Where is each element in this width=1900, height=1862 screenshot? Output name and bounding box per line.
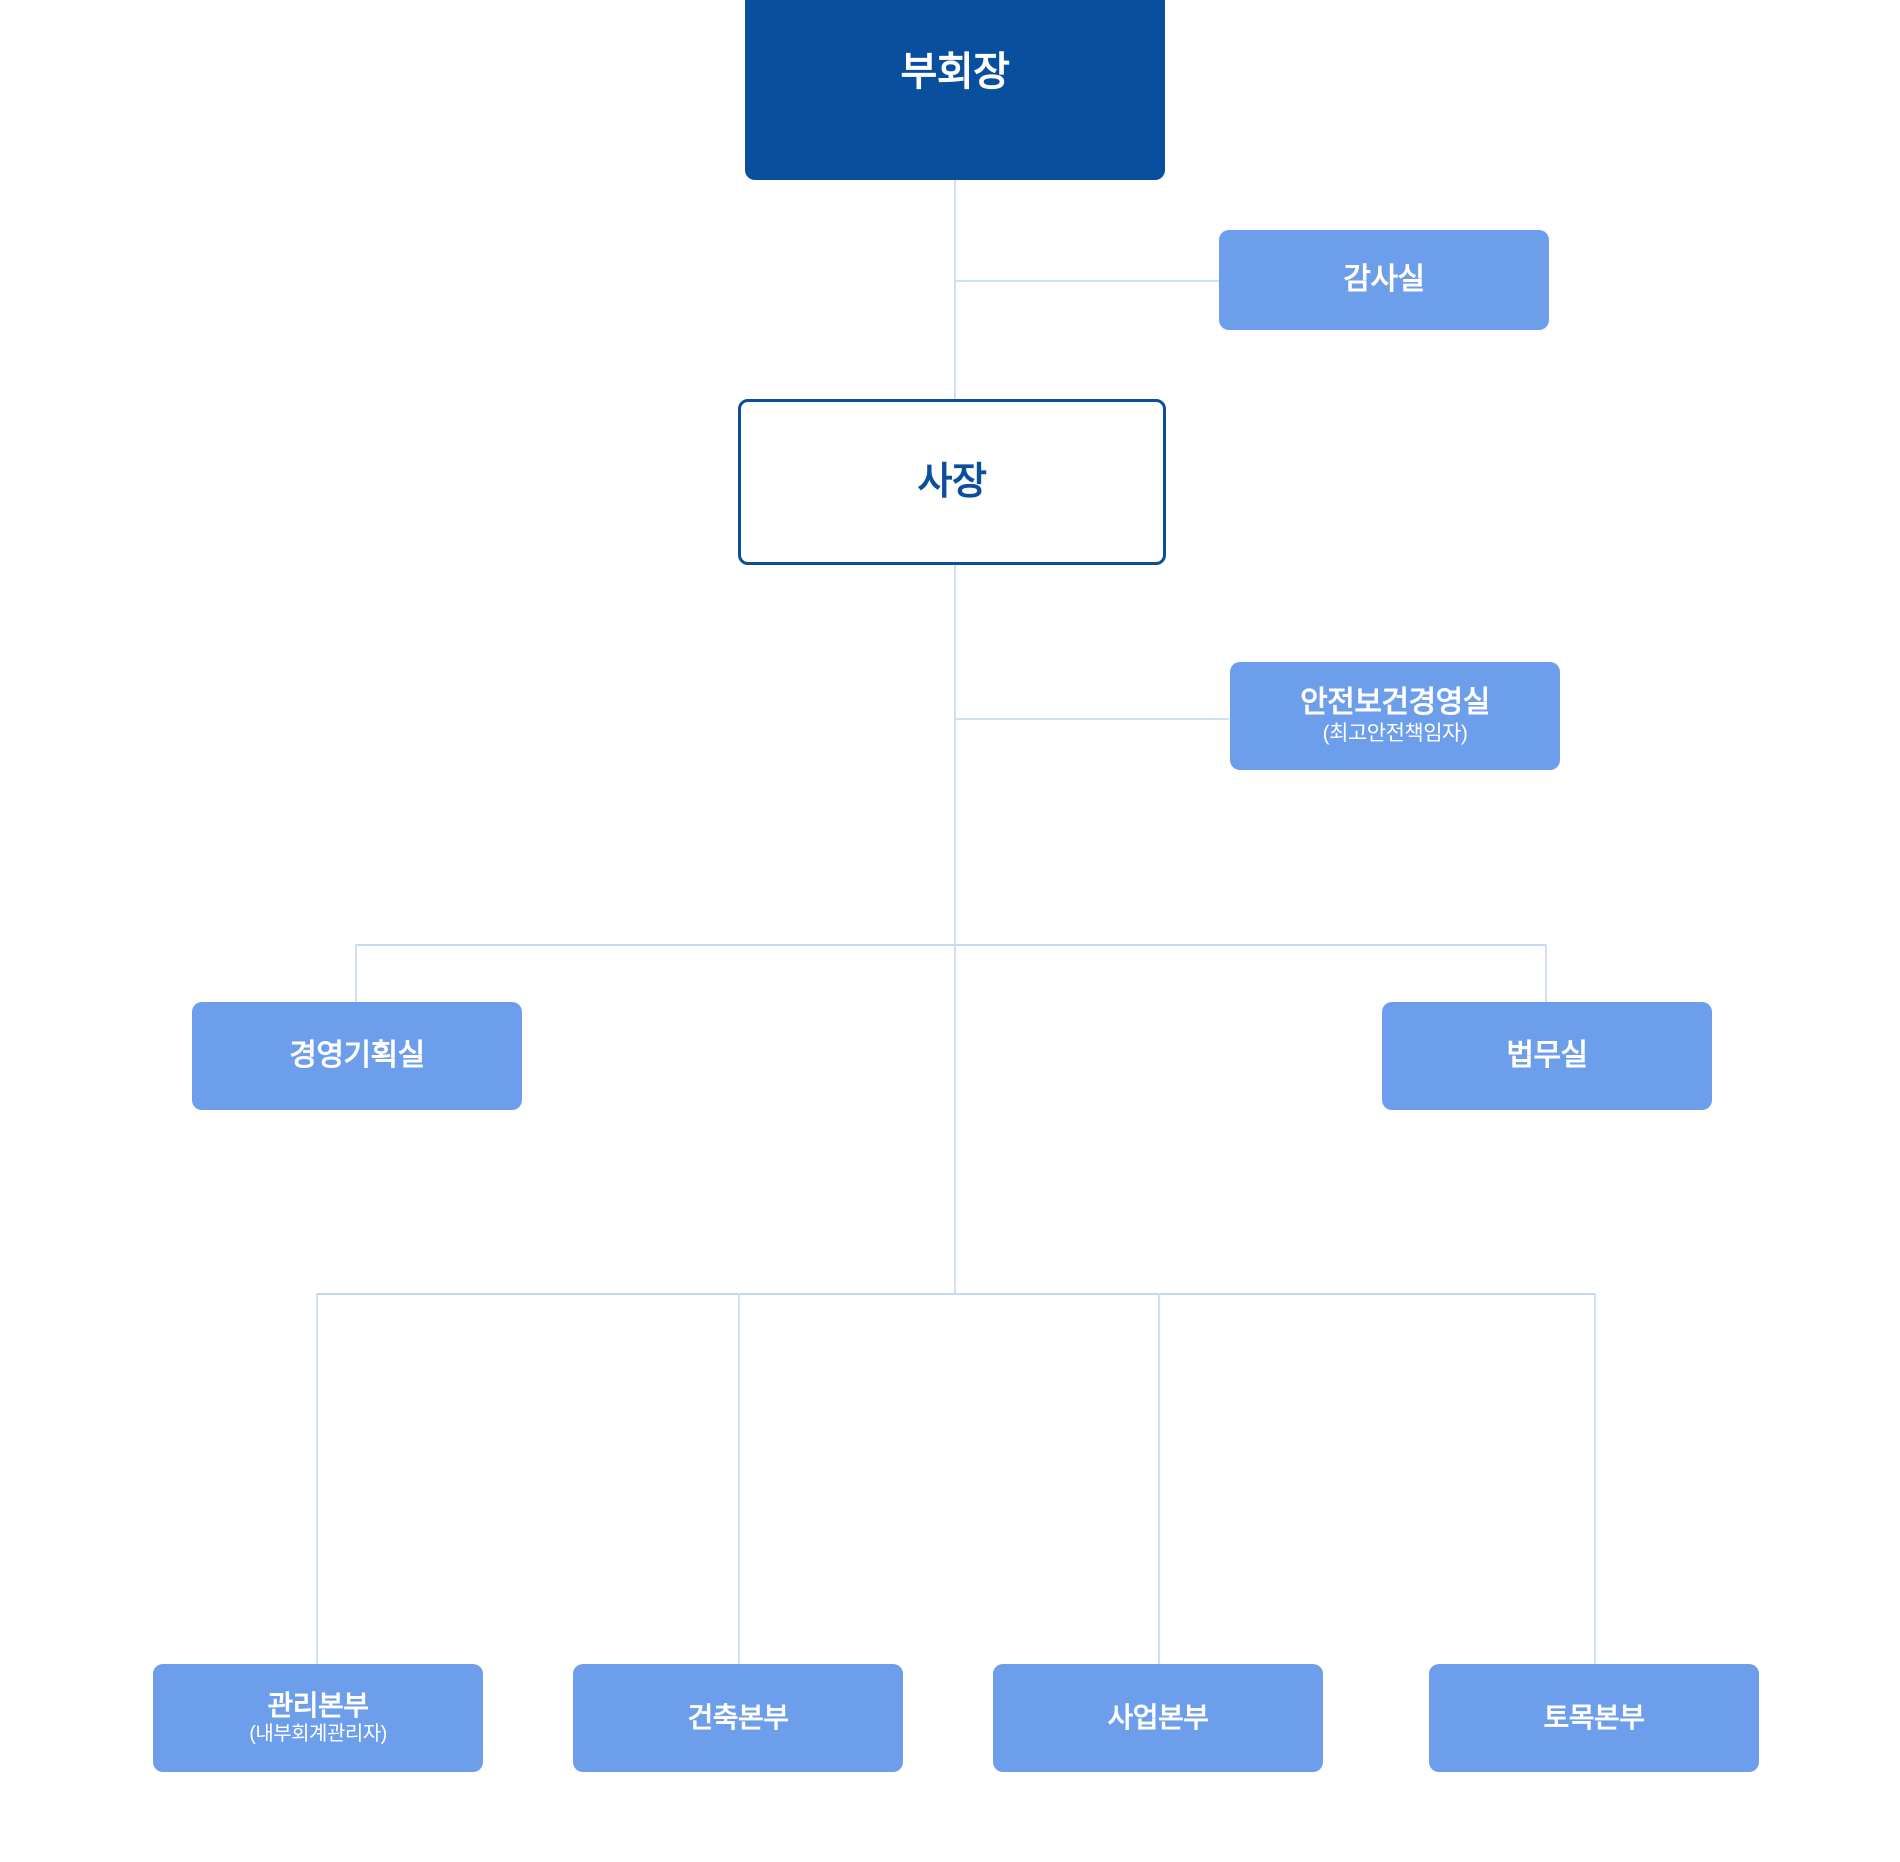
connector-trunk-to-audit bbox=[954, 280, 1219, 282]
node-vice-chairman[interactable]: 부회장 bbox=[745, 0, 1165, 180]
node-architecture-division[interactable]: 건축본부 bbox=[573, 1664, 903, 1772]
node-management-planning-label: 경영기획실 bbox=[289, 1039, 425, 1073]
node-legal-affairs[interactable]: 법무실 bbox=[1382, 1002, 1712, 1110]
connector-level2-left-drop bbox=[355, 944, 357, 1004]
node-safety-health-management-sublabel: (최고안전책임자) bbox=[1322, 722, 1468, 746]
node-vice-chairman-label: 부회장 bbox=[900, 50, 1010, 95]
node-safety-health-management[interactable]: 안전보건경영실 (최고안전책임자) bbox=[1230, 662, 1560, 770]
connector-level3-drop-4 bbox=[1594, 1293, 1596, 1665]
node-business-division-label: 사업본부 bbox=[1107, 1702, 1209, 1734]
node-civil-engineering-division[interactable]: 토목본부 bbox=[1429, 1664, 1759, 1772]
connector-level3-bar bbox=[316, 1293, 1596, 1295]
connector-trunk-to-safety bbox=[954, 718, 1229, 720]
node-civil-engineering-division-label: 토목본부 bbox=[1543, 1702, 1645, 1734]
connector-level3-drop-3 bbox=[1158, 1293, 1160, 1665]
node-president[interactable]: 사장 bbox=[738, 399, 1166, 565]
node-president-label: 사장 bbox=[917, 460, 987, 503]
node-safety-health-management-label: 안전보건경영실 bbox=[1300, 686, 1490, 720]
node-audit-office[interactable]: 감사실 bbox=[1219, 230, 1549, 330]
node-administration-division[interactable]: 관리본부 (내부회계관리자) bbox=[153, 1664, 483, 1772]
node-administration-division-label: 관리본부 bbox=[267, 1690, 369, 1722]
node-audit-office-label: 감사실 bbox=[1343, 263, 1425, 297]
node-legal-affairs-label: 법무실 bbox=[1506, 1039, 1588, 1073]
connector-level2-bar bbox=[355, 944, 1547, 946]
node-business-division[interactable]: 사업본부 bbox=[993, 1664, 1323, 1772]
connector-trunk-to-level3 bbox=[954, 944, 956, 1294]
node-management-planning[interactable]: 경영기획실 bbox=[192, 1002, 522, 1110]
node-architecture-division-label: 건축본부 bbox=[687, 1702, 789, 1734]
connector-level3-drop-2 bbox=[738, 1293, 740, 1665]
connector-level3-drop-1 bbox=[316, 1293, 318, 1665]
node-administration-division-sublabel: (내부회계관리자) bbox=[249, 1723, 387, 1746]
connector-president-down bbox=[954, 565, 956, 945]
connector-level2-right-drop bbox=[1545, 944, 1547, 1004]
connector-vicechairman-to-president bbox=[954, 180, 956, 399]
